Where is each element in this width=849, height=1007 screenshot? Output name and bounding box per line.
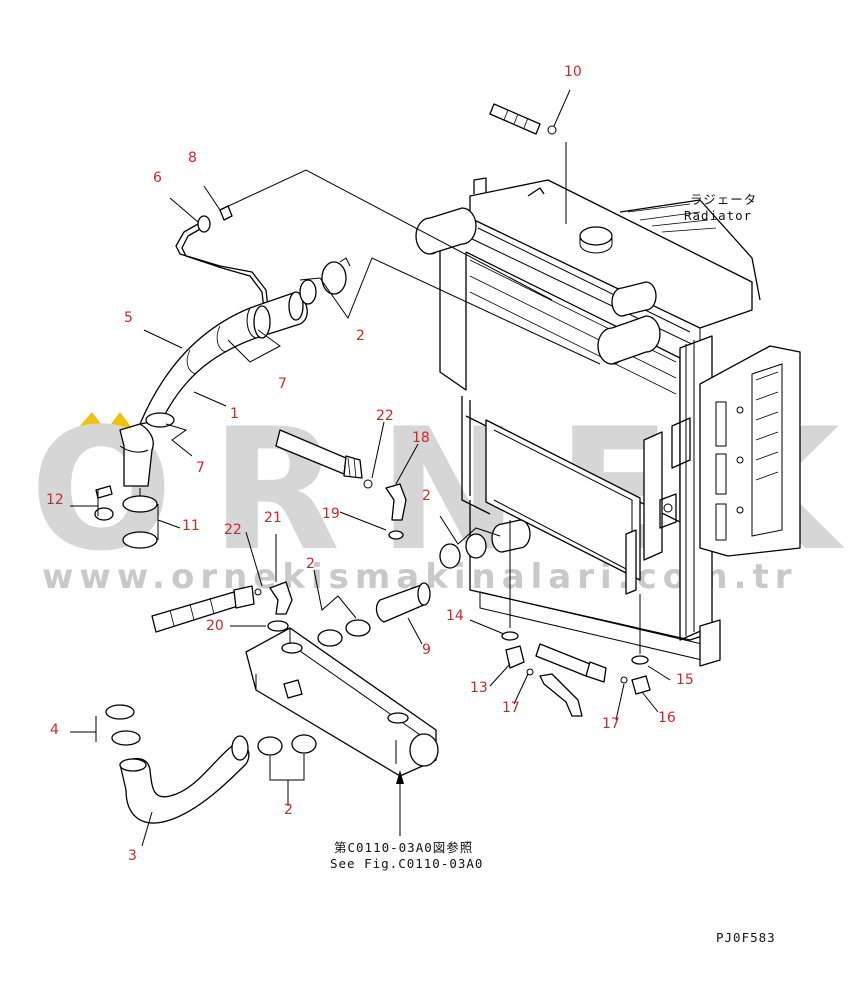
callout-17: 17	[502, 700, 520, 716]
callout-20: 20	[206, 618, 224, 634]
callout-16: 16	[658, 710, 676, 726]
callout-10: 10	[564, 64, 582, 80]
callout-18: 18	[412, 430, 430, 446]
bracket-slot	[715, 503, 727, 541]
callout-7: 7	[196, 460, 205, 476]
middle-hose-group	[151, 103, 651, 717]
callout-2: 2	[306, 556, 315, 572]
callout-9: 9	[422, 642, 431, 658]
callout-4: 4	[50, 722, 59, 738]
see-fig-label-jp: 第C0110-03A0図参照	[334, 840, 473, 855]
bracket-slot	[715, 401, 727, 447]
callout-17: 17	[602, 716, 620, 732]
drawing-code: PJ0F583	[716, 930, 776, 945]
callout-2: 2	[284, 802, 293, 818]
callout-5: 5	[124, 310, 133, 326]
radiator-label-en: Radiator	[684, 208, 752, 223]
callout-2: 2	[356, 328, 365, 344]
callout-8: 8	[188, 150, 197, 166]
reference-arrow	[396, 770, 404, 784]
callout-19: 19	[322, 506, 340, 522]
callout-7: 7	[278, 376, 287, 392]
callout-13: 13	[470, 680, 488, 696]
callout-14: 14	[446, 608, 464, 624]
callout-22: 22	[224, 522, 242, 538]
callout-6: 6	[153, 170, 162, 186]
callout-22: 22	[376, 408, 394, 424]
upper-hose-group	[94, 205, 351, 549]
callout-11: 11	[182, 518, 200, 534]
callout-15: 15	[676, 672, 694, 688]
callout-12: 12	[46, 492, 64, 508]
text-labels: ラジェータ Radiator 第C0110-03A0図参照 See Fig.C0…	[330, 192, 776, 945]
watermark-accent-mark	[78, 412, 104, 428]
callout-3: 3	[128, 848, 137, 864]
radiator-label-jp: ラジェータ	[690, 192, 757, 207]
radiator-assembly	[415, 142, 801, 667]
see-fig-label-en: See Fig.C0110-03A0	[330, 856, 483, 871]
watermark-accent-mark	[108, 412, 132, 428]
bracket-slot	[715, 453, 727, 495]
callout-1: 1	[230, 406, 239, 422]
callout-21: 21	[264, 510, 282, 526]
leader-lines	[70, 89, 671, 847]
callout-2: 2	[422, 488, 431, 504]
lower-pipe-group	[105, 627, 439, 836]
callouts: 10 8 6 5 2 7 1 7 22 18 2 12 11 19 22 21 …	[46, 64, 694, 864]
